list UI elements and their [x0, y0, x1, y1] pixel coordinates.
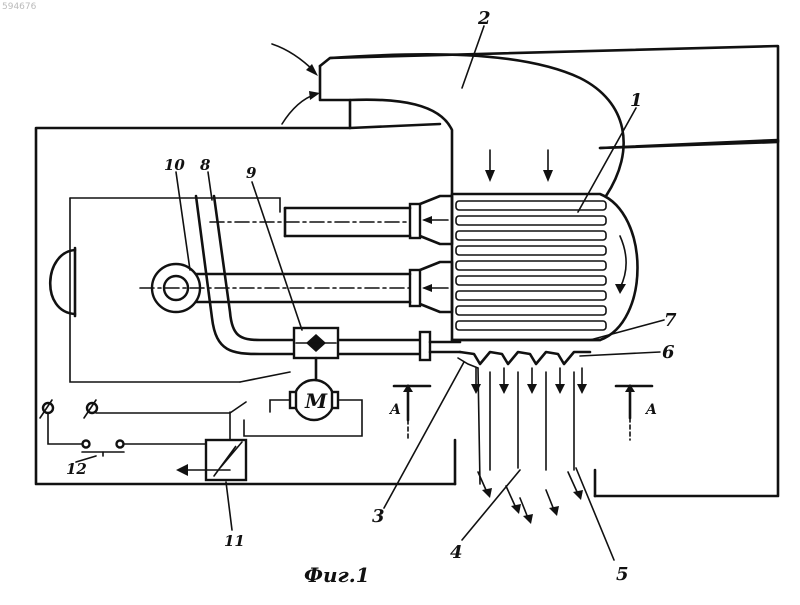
heater-11 [176, 440, 246, 480]
exchanger-tubes [456, 201, 606, 330]
label-9: 9 [246, 164, 257, 182]
duct-2 [330, 54, 624, 196]
label-8: 8 [200, 156, 211, 174]
figure-caption: Фиг.1 [304, 563, 370, 587]
motor: M [244, 380, 362, 436]
section-marker-left: A [388, 384, 430, 438]
section-left-label: A [388, 402, 401, 418]
intake-arrows [272, 44, 320, 124]
label-1: 1 [630, 90, 643, 111]
label-7: 7 [664, 310, 677, 331]
heat-exchanger-1 [410, 194, 638, 340]
pipe-10 [140, 264, 410, 312]
label-11: 11 [224, 532, 245, 550]
upper-pipe [210, 208, 410, 236]
valve-9 [294, 328, 338, 384]
nozzle-assembly [452, 340, 600, 484]
label-6: 6 [662, 342, 675, 363]
corner-code: 594676 [2, 2, 37, 12]
label-10: 10 [164, 156, 185, 174]
section-right-label: A [644, 402, 657, 418]
air-jets [471, 368, 587, 524]
housing [36, 46, 778, 496]
label-2: 2 [477, 8, 491, 29]
label-5: 5 [616, 564, 629, 585]
label-4: 4 [450, 542, 463, 563]
section-marker-right: A [616, 384, 657, 440]
label-3: 3 [372, 506, 385, 527]
motor-label: M [304, 389, 328, 413]
label-12: 12 [66, 460, 87, 478]
